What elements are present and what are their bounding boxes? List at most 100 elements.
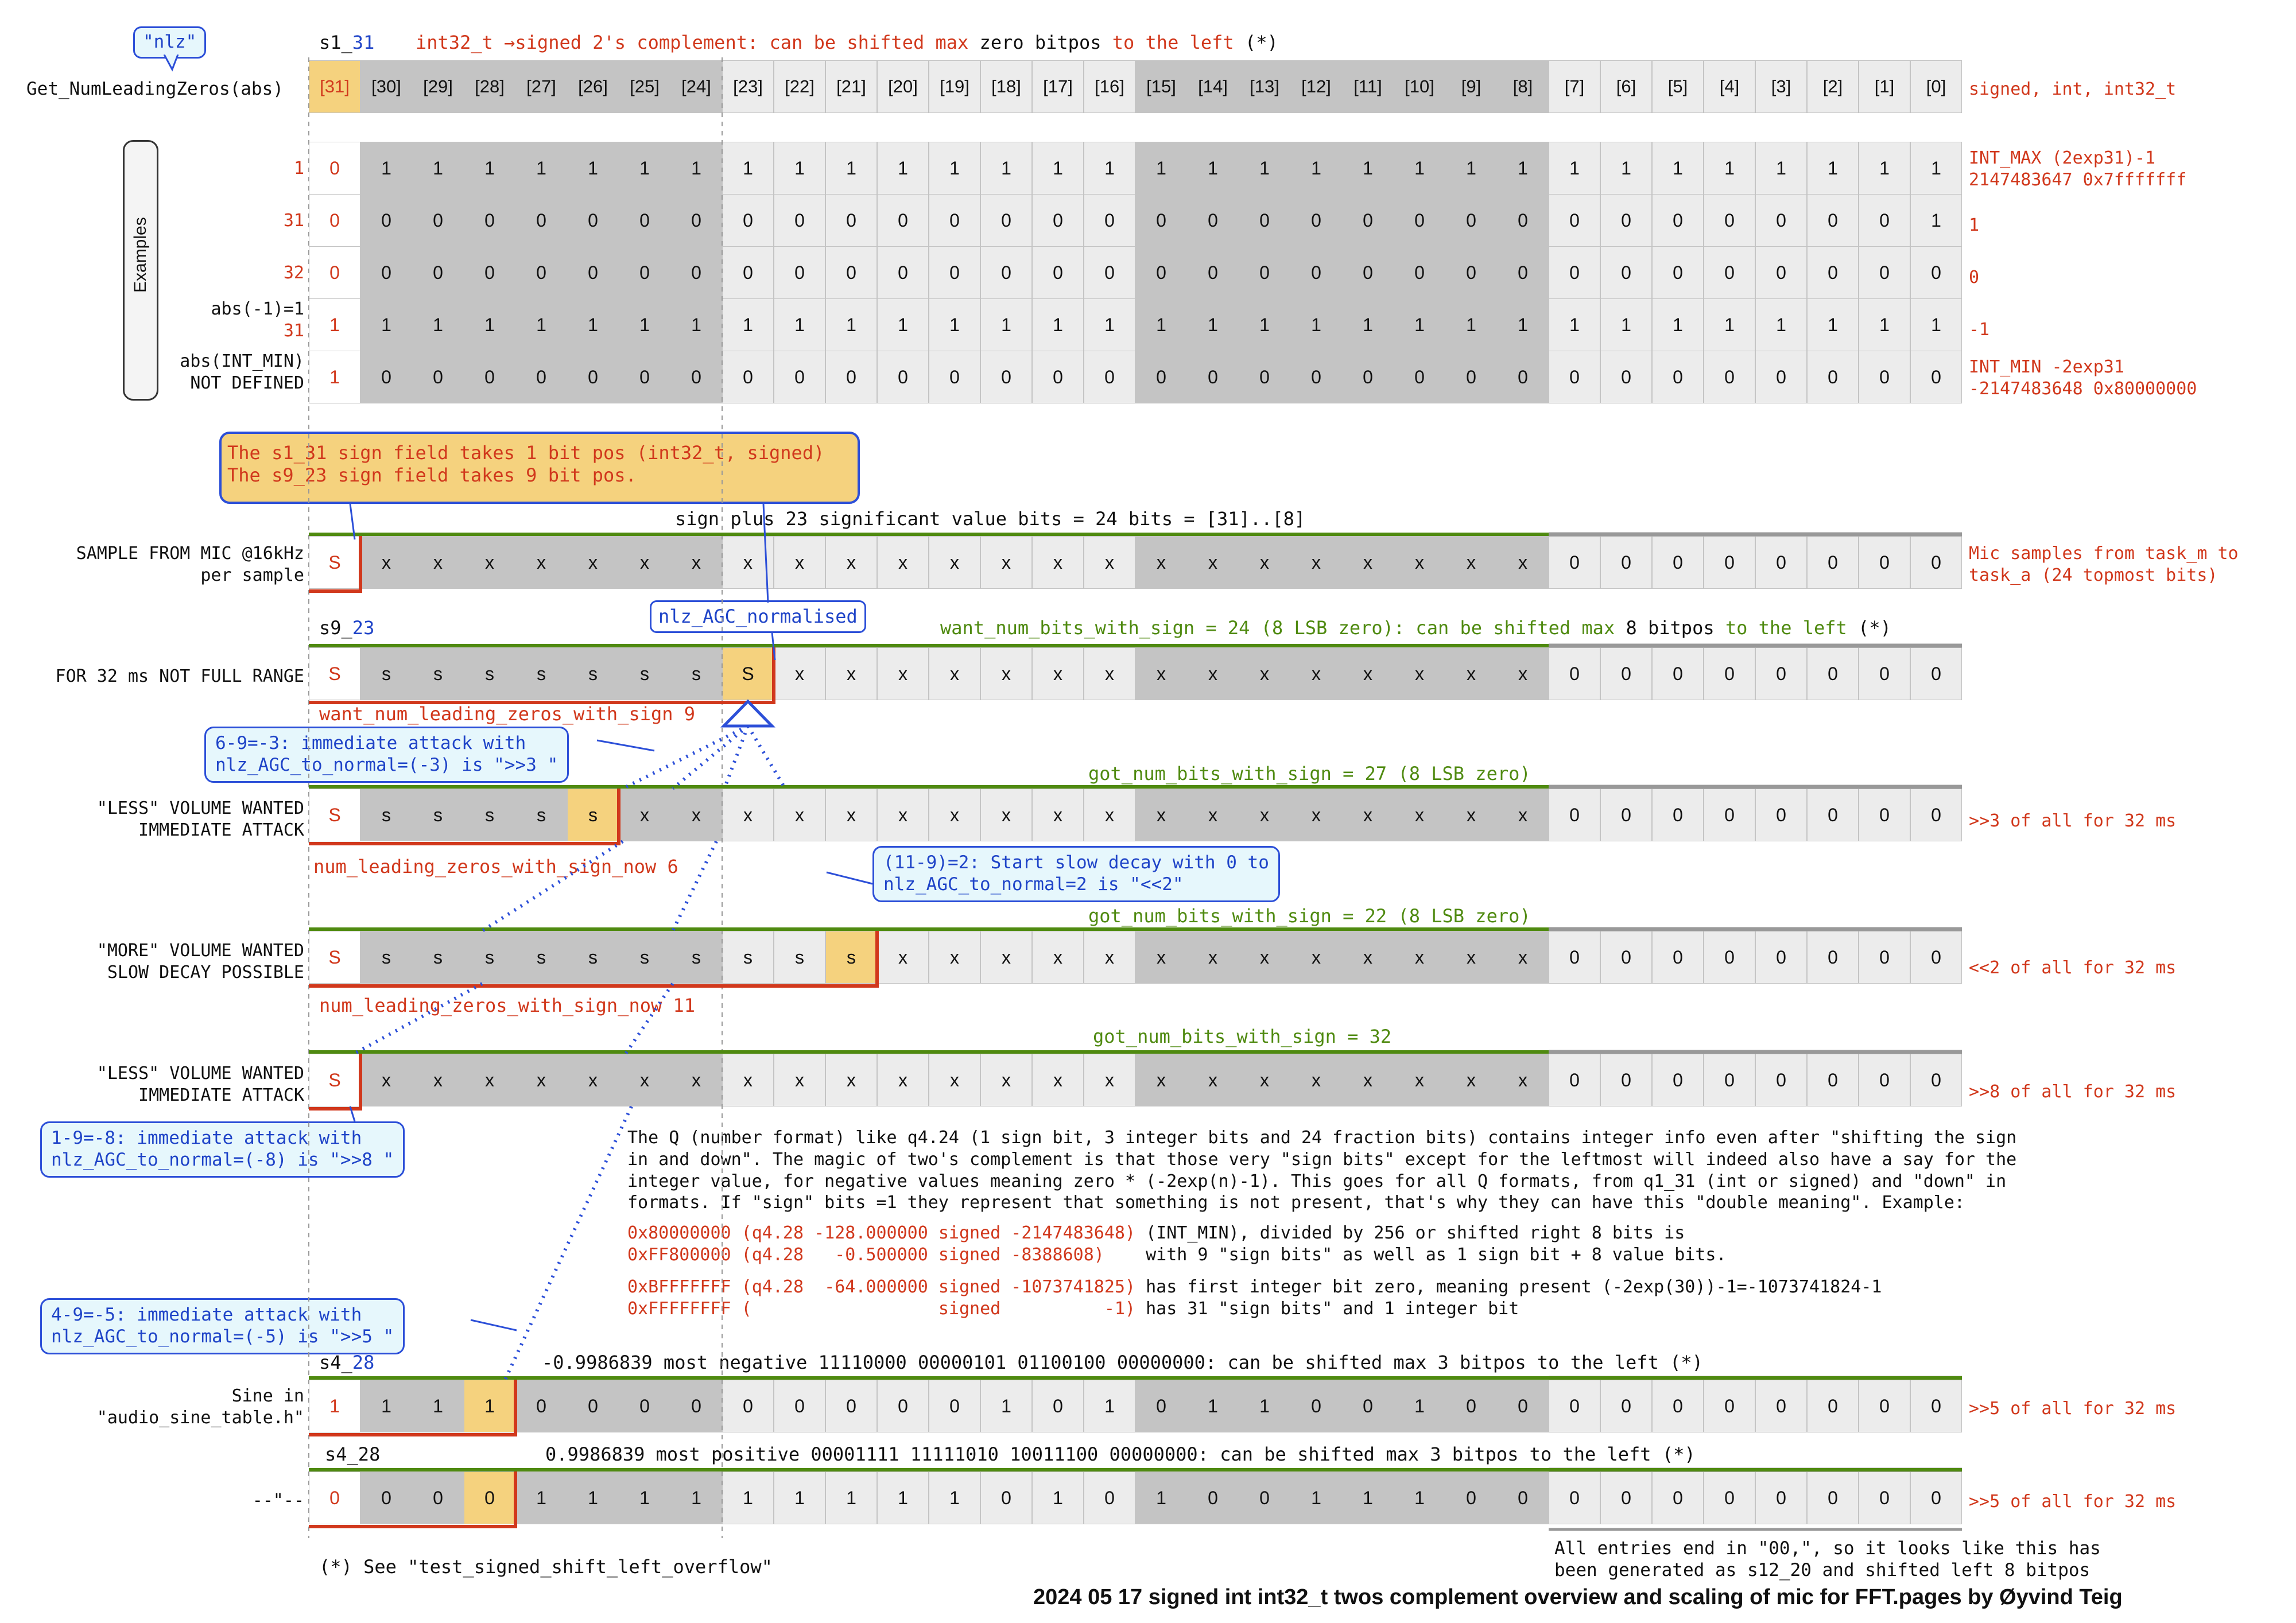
bit-cell: 0 <box>1084 1471 1135 1524</box>
bit-cell: 1 <box>774 298 825 351</box>
bit-cell: 1 <box>877 1471 929 1524</box>
bit-cell: x <box>1187 536 1239 589</box>
callout-tail <box>349 1106 356 1122</box>
bit-cell: 0 <box>464 194 515 247</box>
bit-cell: 1 <box>1032 298 1084 351</box>
bit-cell: x <box>670 1054 722 1106</box>
bit-cell: 0 <box>1032 246 1084 299</box>
bit-cell: 0 <box>1755 536 1807 589</box>
bit-cell: 1 <box>1394 298 1445 351</box>
bit-cell: 1 <box>1704 142 1755 195</box>
bit-cell: x <box>360 536 412 589</box>
bit-cell: x <box>1394 536 1445 589</box>
bit-cell: s <box>670 647 722 700</box>
bit-cell: 1 <box>1807 142 1859 195</box>
function-label: Get_NumLeadingZeros(abs) <box>26 79 284 99</box>
bit-cell: 1 <box>1084 142 1135 195</box>
bit-cell: 0 <box>1600 1380 1652 1432</box>
bit-cell: [14] <box>1187 60 1239 113</box>
bit-cell: 0 <box>1704 194 1755 247</box>
bit-cell: 0 <box>1600 194 1652 247</box>
bit-cell: 0 <box>1652 351 1704 403</box>
bit-cell: [19] <box>929 60 980 113</box>
bit-cell: s <box>464 789 515 841</box>
bit-cell: 0 <box>1755 1380 1807 1432</box>
bit-cell: [30] <box>360 60 412 113</box>
bit-cell: 0 <box>1549 647 1600 700</box>
bit-cell: x <box>1290 536 1342 589</box>
dotted-line <box>746 725 787 790</box>
bit-cell: 0 <box>1600 1054 1652 1106</box>
bit-cell: 1 <box>1652 298 1704 351</box>
bit-cell: S <box>309 1054 360 1106</box>
bit-cell: [5] <box>1652 60 1704 113</box>
bit-cell: s <box>774 931 825 984</box>
bit-cell: 0 <box>1652 931 1704 984</box>
bit-cell: 0 <box>1755 789 1807 841</box>
more-row-right: <<2 of all for 32 ms <box>1969 958 2177 978</box>
q-paragraph: The Q (number format) like q4.24 (1 sign… <box>627 1128 2017 1213</box>
bit-cell: [7] <box>1549 60 1600 113</box>
s9-23-label: s9_23 <box>319 617 375 639</box>
bit-cell: x <box>1497 647 1549 700</box>
bit-cell: 0 <box>309 194 360 247</box>
bit-cell: 0 <box>1084 351 1135 403</box>
s1-31-label: s1_31 <box>319 32 375 53</box>
bit-cell: 0 <box>1755 647 1807 700</box>
bit-cell: 1 <box>1859 142 1910 195</box>
bit-cell: 1 <box>464 142 515 195</box>
dotted-line <box>723 725 750 790</box>
bit-cell: 0 <box>1704 789 1755 841</box>
bit-cell: x <box>567 1054 619 1106</box>
bit-cell: x <box>1084 536 1135 589</box>
bit-cell: 0 <box>1600 931 1652 984</box>
bit-cell: s <box>567 789 619 841</box>
bit-cell: x <box>825 536 877 589</box>
bit-cell: s <box>412 647 464 700</box>
bit-cell: 0 <box>1549 1054 1600 1106</box>
footnote: (*) See "test_signed_shift_left_overflow… <box>319 1556 773 1578</box>
bit-cell: x <box>464 1054 515 1106</box>
bit-cell: 0 <box>1910 351 1962 403</box>
bit-cell: 0 <box>1135 351 1187 403</box>
bit-cell: 0 <box>1135 246 1187 299</box>
bit-cell: 0 <box>1600 351 1652 403</box>
bit-cell: 0 <box>1704 351 1755 403</box>
bit-cell: 1 <box>1394 1471 1445 1524</box>
bit-cell: x <box>1187 789 1239 841</box>
bit-cell: 0 <box>1342 194 1394 247</box>
bit-cell: x <box>619 1054 670 1106</box>
bit-cell: S <box>309 536 360 589</box>
bit-cell: x <box>1084 1054 1135 1106</box>
bit-cell: 0 <box>877 1380 929 1432</box>
bit-cell: 1 <box>1755 142 1807 195</box>
bit-cell: 1 <box>980 298 1032 351</box>
bit-cell: 1 <box>877 298 929 351</box>
bit-cell: s <box>619 931 670 984</box>
bit-cell: 1 <box>825 142 877 195</box>
bit-cell: 0 <box>1704 536 1755 589</box>
bit-cell: 0 <box>1807 1054 1859 1106</box>
bit-cell: 0 <box>1497 1380 1549 1432</box>
bit-cell: 1 <box>1239 298 1290 351</box>
bit-cell: 0 <box>1704 1054 1755 1106</box>
s4-28-label-b: s4_28 <box>325 1443 381 1465</box>
bit-cell: 0 <box>1704 246 1755 299</box>
bit-cell: 1 <box>309 298 360 351</box>
bit-cell: x <box>1290 789 1342 841</box>
bit-cell: x <box>1445 647 1497 700</box>
bit-cell: 0 <box>670 246 722 299</box>
nlz-bubble: "nlz" <box>133 26 207 59</box>
bit-cell: 0 <box>1290 1380 1342 1432</box>
example-right-label: -1 <box>1969 320 1990 340</box>
bit-cell: x <box>1084 789 1135 841</box>
bit-cell: 0 <box>515 246 567 299</box>
bit-cell: 0 <box>1187 194 1239 247</box>
bit-cell: 1 <box>567 1471 619 1524</box>
bit-cell: 0 <box>1600 536 1652 589</box>
bit-cell: 0 <box>1549 351 1600 403</box>
bit-cell: 1 <box>1135 142 1187 195</box>
bit-cell: x <box>929 789 980 841</box>
bit-cell: 0 <box>1600 647 1652 700</box>
